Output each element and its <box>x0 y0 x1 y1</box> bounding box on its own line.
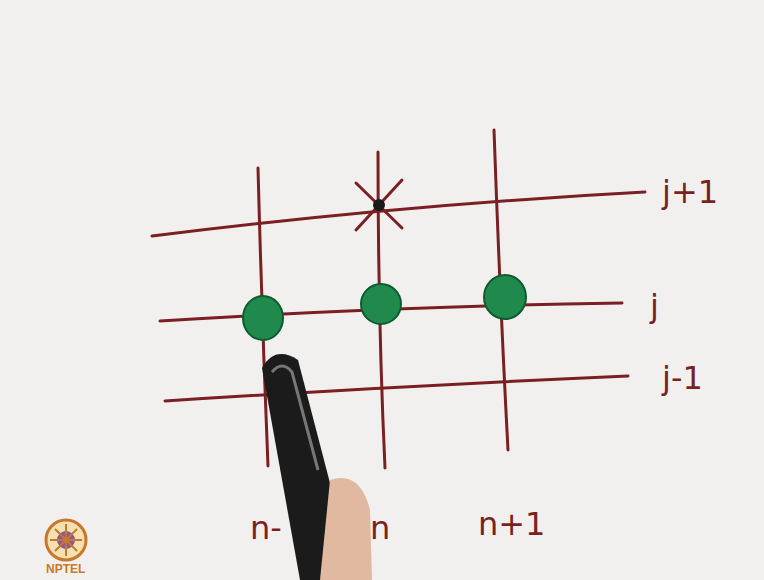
pen <box>262 354 372 580</box>
column-label: n+1 <box>478 508 545 540</box>
grid-line <box>165 376 628 401</box>
row-label: j-1 <box>662 362 703 394</box>
unknown-point <box>356 180 402 230</box>
row-label: j <box>650 290 659 322</box>
row-label: j+1 <box>662 176 718 208</box>
known-points <box>243 275 526 340</box>
column-label: n- <box>250 512 282 544</box>
logo-text: NPTEL <box>46 563 85 575</box>
nptel-logo <box>46 520 86 560</box>
grid-line <box>152 192 645 236</box>
column-label: n <box>370 512 390 544</box>
